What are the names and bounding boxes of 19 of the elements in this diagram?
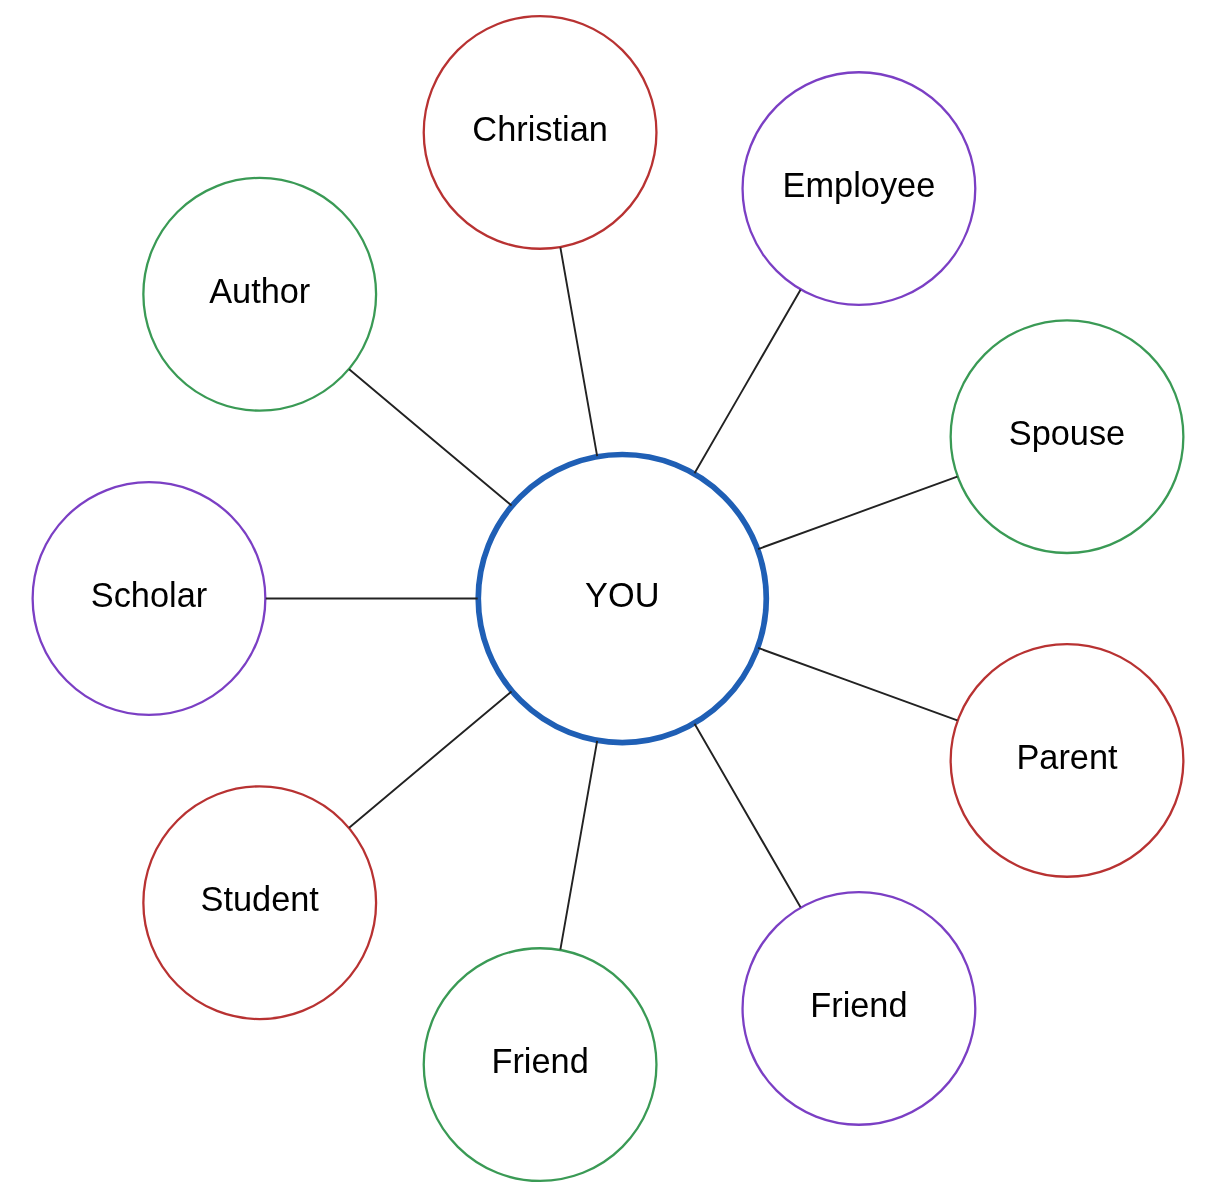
connector [757, 647, 959, 722]
node-circle: Friend [422, 947, 658, 1183]
node-circle: Scholar [31, 481, 267, 716]
node-circle: Student [142, 785, 378, 1021]
connector [559, 739, 599, 951]
node-circle: Friend [741, 890, 977, 1126]
node-circle: Author [142, 176, 378, 412]
connector [693, 722, 802, 909]
connector [264, 597, 479, 600]
node-circle: Spouse [949, 319, 1185, 555]
connector [348, 690, 513, 829]
node-circle: Parent [949, 642, 1185, 878]
connector [693, 288, 802, 475]
connector [757, 475, 959, 550]
node-circle: Christian [422, 14, 658, 250]
connector [559, 246, 599, 458]
node-circle: Employee [741, 71, 977, 307]
connector [348, 368, 513, 507]
node-circle: YOU [475, 451, 770, 746]
